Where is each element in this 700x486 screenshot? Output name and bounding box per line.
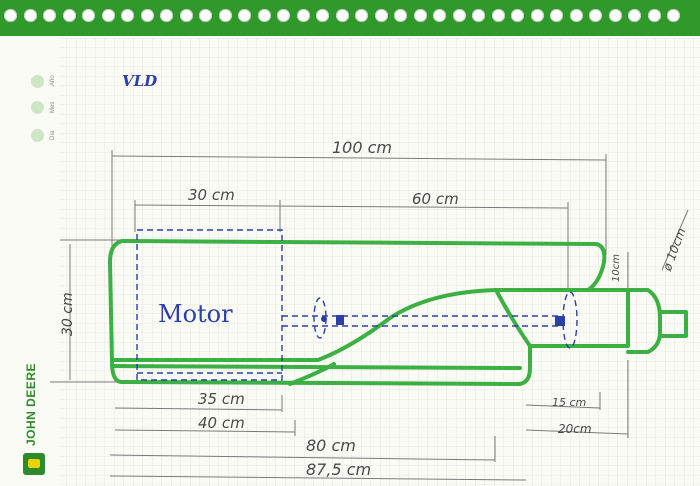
binding-ring (511, 9, 524, 22)
binding-ring (491, 9, 505, 22)
binding-ring (608, 9, 622, 22)
dim-height: 30 cm (60, 292, 76, 336)
dim-40: 40 cm (198, 414, 245, 432)
dim-80: 80 cm (306, 436, 356, 455)
dim-shaft-length: 60 cm (412, 190, 459, 208)
binding-ring (530, 9, 544, 22)
binding-ring (121, 9, 134, 22)
dim-35: 35 cm (198, 390, 245, 408)
binding-ring (569, 9, 583, 22)
dim-87-5: 87,5 cm (306, 460, 372, 479)
binding-ring (335, 9, 349, 22)
binding-ring (277, 9, 290, 22)
binding-ring (316, 9, 329, 22)
dim-tail-height: 10cm (611, 254, 622, 282)
binding-ring (413, 9, 427, 22)
motor-box (136, 229, 578, 381)
binding-ring (62, 9, 76, 22)
binding-ring (296, 9, 310, 22)
motor-label: Motor (158, 300, 233, 328)
dimension-lines (50, 150, 689, 481)
binding-ring (43, 9, 56, 22)
binding-ring (101, 9, 115, 22)
propeller-hubs (321, 315, 565, 326)
binding-ring (82, 9, 95, 22)
binding-ring (647, 9, 661, 22)
binding-ring (628, 9, 641, 22)
spiral-binding (0, 0, 700, 36)
dim-20: 20cm (558, 422, 592, 436)
day-dot (31, 129, 44, 142)
binding-ring (667, 9, 680, 22)
binding-ring (160, 9, 173, 22)
brand-name: JOHN DEERE (24, 362, 38, 446)
binding-ring (374, 9, 388, 22)
binding-ring (257, 9, 271, 22)
binding-ring (394, 9, 407, 22)
binding-ring (452, 9, 466, 22)
year-dot (31, 75, 44, 88)
dim-15: 15 cm (552, 396, 587, 409)
binding-ring (472, 9, 485, 22)
binding-ring (589, 9, 602, 22)
binding-ring (550, 9, 563, 22)
dim-motor-width: 30 cm (188, 186, 235, 204)
graph-paper-grid (60, 38, 700, 486)
page-title: VLD (122, 72, 158, 90)
hull-outline (108, 239, 688, 386)
binding-ring (23, 9, 37, 22)
binding-ring (218, 9, 232, 22)
binding-ring (179, 9, 193, 22)
month-dot (31, 101, 44, 114)
binding-ring (238, 9, 251, 22)
dim-total-length: 100 cm (332, 138, 393, 157)
binding-ring (355, 9, 368, 22)
year-label: Año (50, 75, 56, 86)
binding-ring (199, 9, 212, 22)
binding-ring (140, 9, 154, 22)
binding-ring (4, 9, 17, 22)
month-label: Mes (50, 101, 56, 113)
deer-logo-icon (23, 453, 45, 475)
day-label: Día (50, 130, 56, 140)
binding-ring (433, 9, 446, 22)
